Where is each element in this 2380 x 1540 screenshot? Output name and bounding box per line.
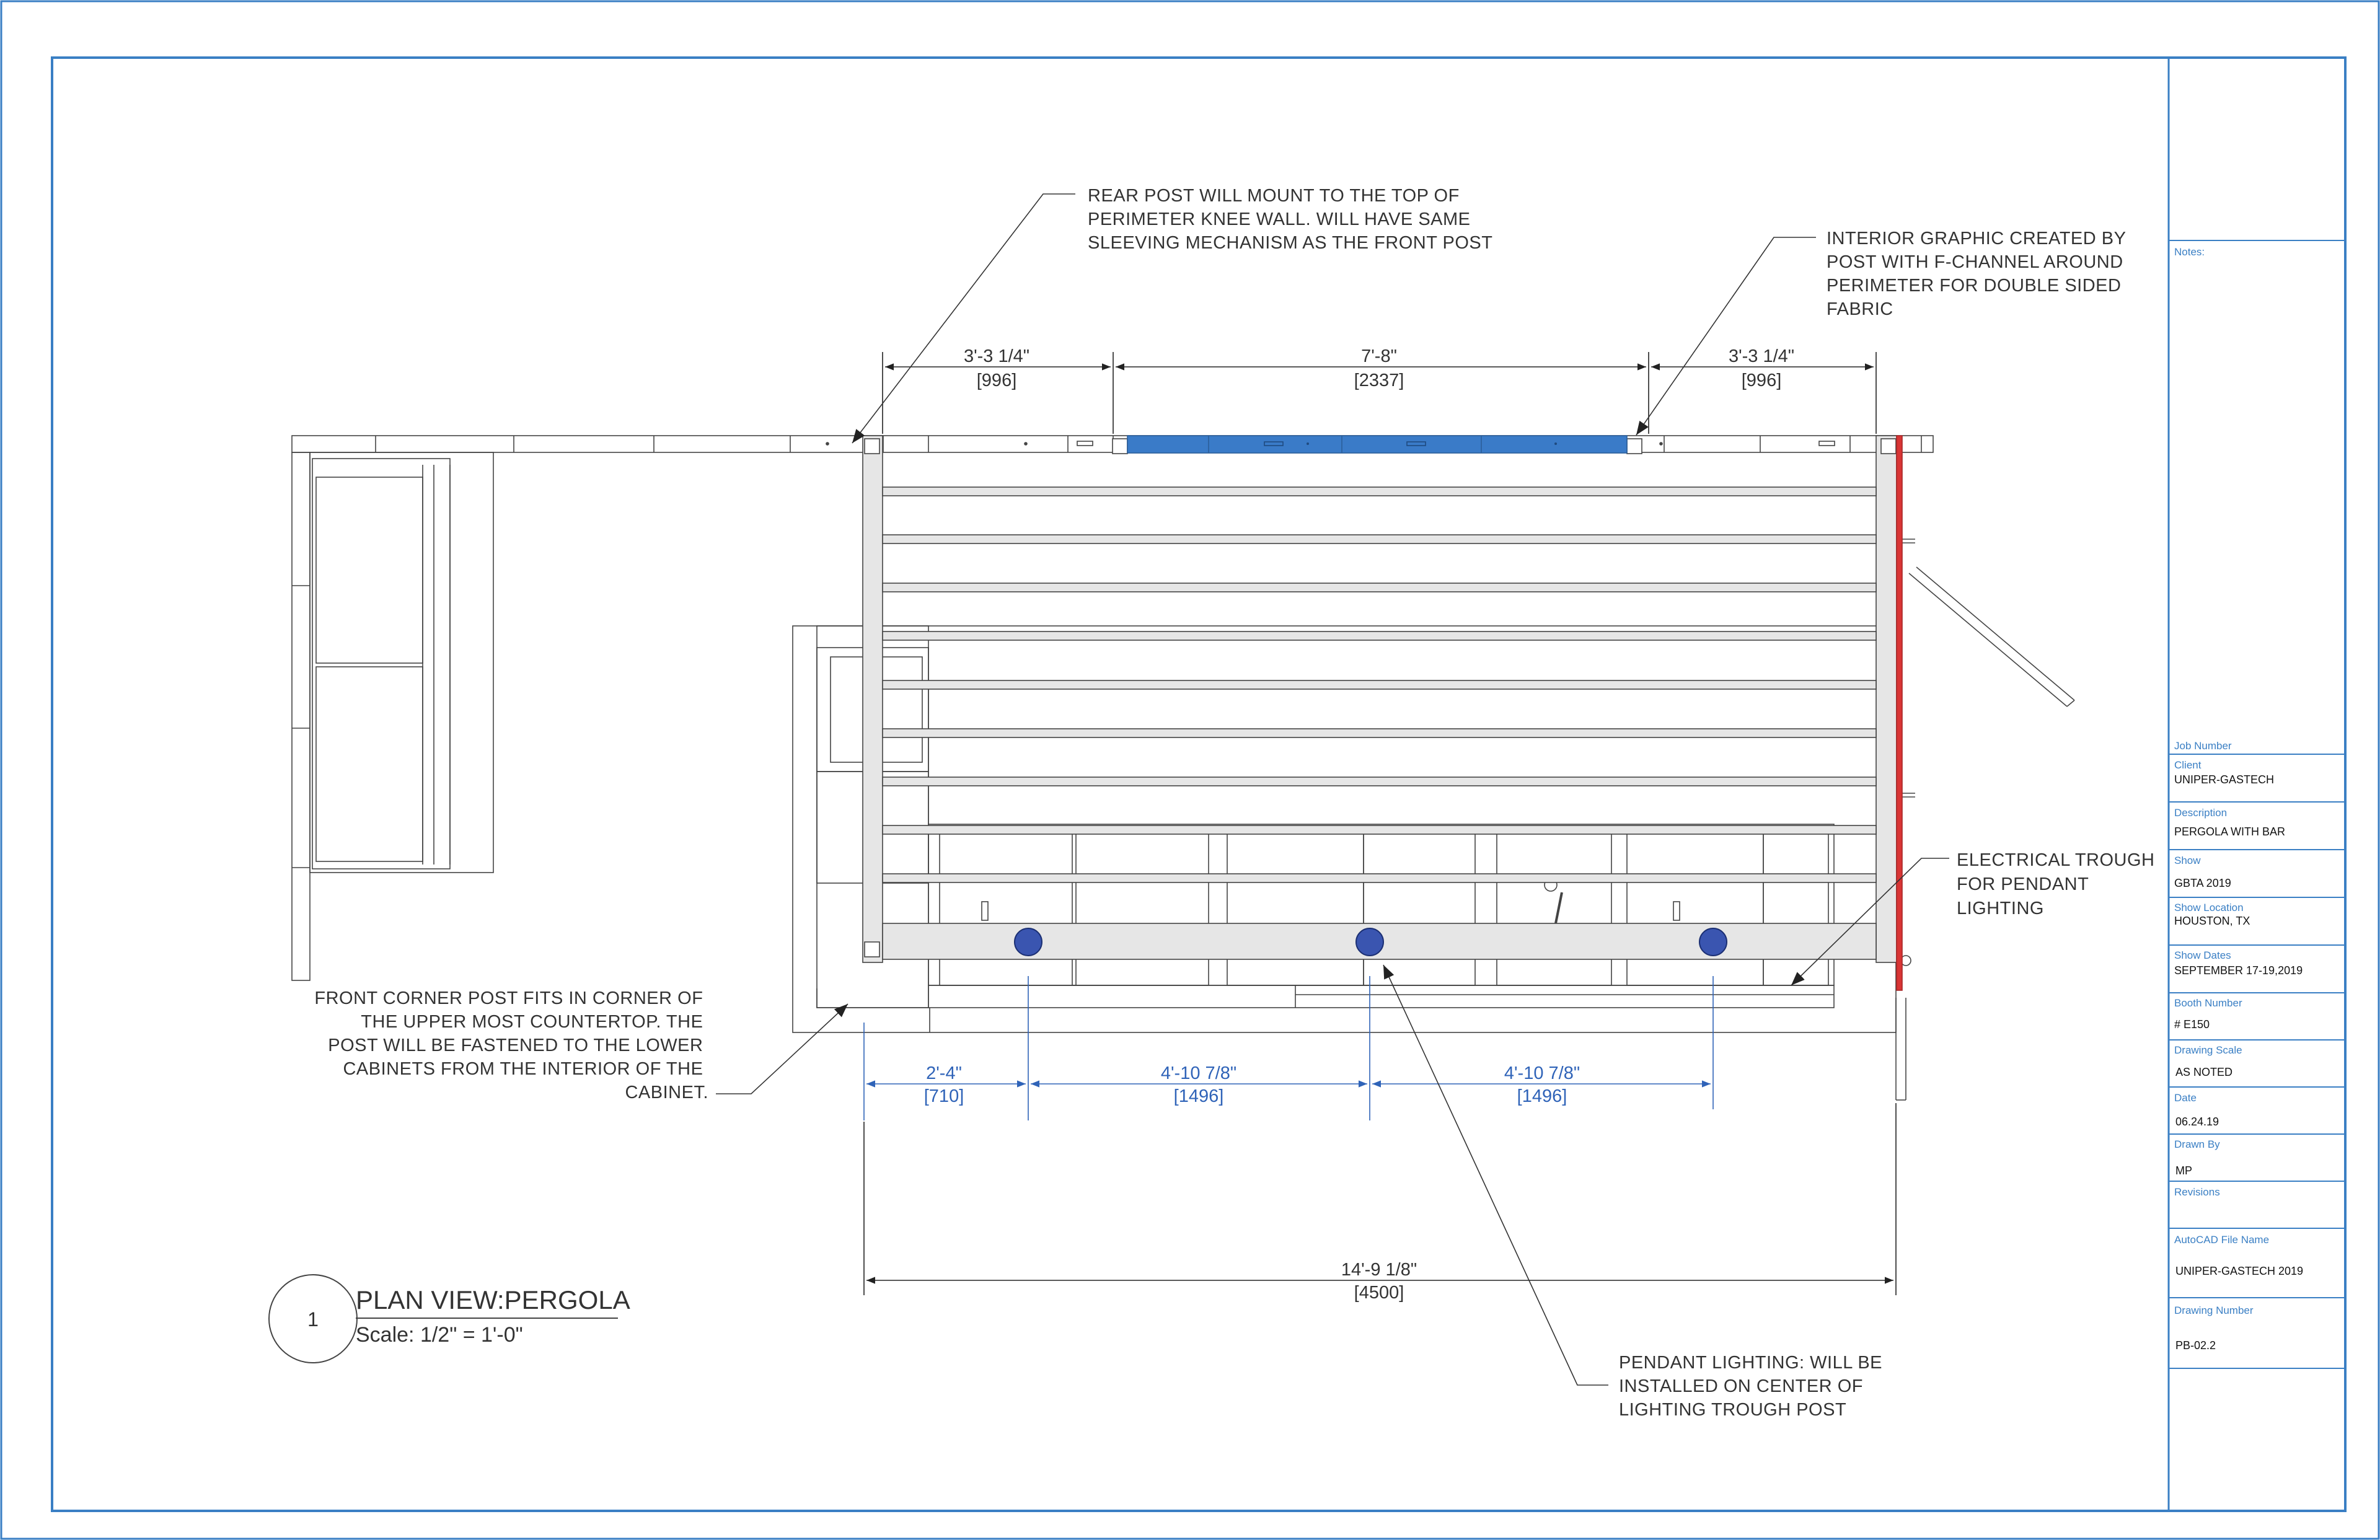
electrical-trough-note-line: ELECTRICAL TROUGH bbox=[1957, 850, 2155, 870]
top-dimension-chain bbox=[882, 352, 1877, 434]
overall-dim-metric: [4500] bbox=[1354, 1283, 1404, 1303]
drawing-number-value: PB-02.2 bbox=[2175, 1339, 2216, 1352]
interior-graphic-note-line: POST WITH F-CHANNEL AROUND bbox=[1827, 252, 2123, 272]
front-corner-note-line: FRONT CORNER POST FITS IN CORNER OF bbox=[314, 988, 703, 1008]
interior-graphic-note: INTERIOR GRAPHIC CREATED BY POST WITH F-… bbox=[1827, 229, 2131, 319]
autocad-file-label: AutoCAD File Name bbox=[2174, 1234, 2269, 1246]
interior-graphic-leader bbox=[1636, 237, 1816, 436]
rear-post-note-line: SLEEVING MECHANISM AS THE FRONT POST bbox=[1088, 233, 1492, 253]
swing-door bbox=[1908, 566, 2075, 707]
notes-label: Notes: bbox=[2174, 246, 2205, 258]
description-label: Description bbox=[2174, 807, 2227, 819]
pendant-note: PENDANT LIGHTING: WILL BE INSTALLED ON C… bbox=[1619, 1353, 1888, 1420]
show-value: GBTA 2019 bbox=[2174, 877, 2231, 889]
client-label: Client bbox=[2174, 759, 2202, 771]
description-value: PERGOLA WITH BAR bbox=[2174, 825, 2285, 838]
pendant-note-line: LIGHTING TROUGH POST bbox=[1619, 1400, 1846, 1420]
pendant-light bbox=[1699, 928, 1727, 956]
drawing-scale-label: Drawing Scale bbox=[2174, 1044, 2242, 1056]
autocad-file-value: UNIPER-GASTECH 2019 bbox=[2175, 1265, 2303, 1277]
revisions-label: Revisions bbox=[2174, 1186, 2220, 1198]
pergola-frame bbox=[862, 435, 1915, 966]
electrical-trough-note-line: LIGHTING bbox=[1957, 899, 2044, 918]
rear-post-leader bbox=[852, 193, 1075, 444]
date-value: 06.24.19 bbox=[2175, 1115, 2219, 1128]
plan-drawing bbox=[291, 435, 2075, 1101]
left-wall-return bbox=[291, 452, 311, 981]
bottom-dim-1-metric: [710] bbox=[924, 1086, 964, 1106]
pendant-light bbox=[1014, 928, 1042, 956]
pendant-note-line: PENDANT LIGHTING: WILL BE bbox=[1619, 1353, 1882, 1373]
interior-graphic-note-line: INTERIOR GRAPHIC CREATED BY bbox=[1827, 229, 2126, 249]
front-corner-note-line: CABINETS FROM THE INTERIOR OF THE bbox=[343, 1059, 703, 1079]
show-location-label: Show Location bbox=[2174, 902, 2244, 913]
front-corner-note-line: POST WILL BE FASTENED TO THE LOWER bbox=[328, 1036, 703, 1055]
view-title: 1 PLAN VIEW:PERGOLA Scale: 1/2" = 1'-0" bbox=[268, 1274, 630, 1363]
rear-post-note-line: PERIMETER KNEE WALL. WILL HAVE SAME bbox=[1088, 209, 1471, 229]
client-value: UNIPER-GASTECH bbox=[2174, 773, 2274, 786]
bottom-dim-2-imperial: 4'-10 7/8" bbox=[1161, 1063, 1236, 1083]
drawn-by-label: Drawn By bbox=[2174, 1138, 2220, 1150]
show-dates-value: SEPTEMBER 17-19,2019 bbox=[2174, 964, 2303, 977]
overall-dimension bbox=[863, 1103, 1897, 1295]
drawing-scale-value: AS NOTED bbox=[2175, 1066, 2232, 1078]
date-label: Date bbox=[2174, 1092, 2197, 1104]
rear-post-note: REAR POST WILL MOUNT TO THE TOP OF PERIM… bbox=[1088, 186, 1492, 253]
pendant-leader bbox=[1383, 964, 1608, 1386]
electrical-trough bbox=[1896, 435, 1903, 991]
drawing-number-label: Drawing Number bbox=[2174, 1305, 2254, 1316]
view-scale-text: Scale: 1/2" = 1'-0" bbox=[356, 1323, 523, 1347]
view-title-text: PLAN VIEW:PERGOLA bbox=[356, 1285, 630, 1314]
drawn-by-value: MP bbox=[2175, 1164, 2192, 1177]
top-dim-left-imperial: 3'-3 1/4" bbox=[964, 346, 1029, 366]
bottom-dimension-chain bbox=[863, 976, 1714, 1120]
bottom-dim-3-metric: [1496] bbox=[1517, 1086, 1567, 1106]
booth-number-value: # E150 bbox=[2174, 1018, 2210, 1031]
top-dim-center-imperial: 7'-8" bbox=[1361, 346, 1397, 366]
top-dim-center-metric: [2337] bbox=[1354, 371, 1404, 390]
bottom-dim-1-imperial: 2'-4" bbox=[926, 1063, 962, 1083]
job-number-label: Job Number bbox=[2174, 740, 2232, 752]
show-dates-label: Show Dates bbox=[2174, 949, 2231, 961]
electrical-trough-note: ELECTRICAL TROUGH FOR PENDANT LIGHTING bbox=[1957, 850, 2160, 918]
front-corner-note-line: CABINET. bbox=[625, 1083, 708, 1102]
drawing-frame bbox=[51, 56, 2347, 1512]
show-label: Show bbox=[2174, 855, 2201, 866]
electrical-trough-note-line: FOR PENDANT bbox=[1957, 874, 2089, 894]
front-corner-note: FRONT CORNER POST FITS IN CORNER OF THE … bbox=[314, 988, 708, 1102]
interior-graphic-panel bbox=[1127, 435, 1628, 454]
leader-lines bbox=[716, 193, 1949, 1386]
front-corner-note-line: THE UPPER MOST COUNTERTOP. THE bbox=[361, 1012, 703, 1032]
top-dim-right-imperial: 3'-3 1/4" bbox=[1729, 346, 1794, 366]
view-number: 1 bbox=[307, 1308, 319, 1331]
left-cabinet bbox=[309, 452, 494, 873]
top-dim-left-metric: [996] bbox=[977, 371, 1017, 390]
pendant-light bbox=[1355, 928, 1384, 956]
bottom-dim-3-imperial: 4'-10 7/8" bbox=[1504, 1063, 1580, 1083]
title-block bbox=[2169, 240, 2345, 1369]
rear-post-note-line: REAR POST WILL MOUNT TO THE TOP OF bbox=[1088, 186, 1460, 206]
interior-graphic-note-line: FABRIC bbox=[1827, 299, 1893, 319]
electrical-trough-leader bbox=[1791, 858, 1949, 986]
bottom-dim-2-metric: [1496] bbox=[1174, 1086, 1224, 1106]
interior-graphic-note-line: PERIMETER FOR DOUBLE SIDED bbox=[1827, 276, 2121, 296]
pendant-note-line: INSTALLED ON CENTER OF bbox=[1619, 1376, 1863, 1396]
front-corner-leader bbox=[716, 1003, 848, 1094]
top-dim-right-metric: [996] bbox=[1742, 371, 1782, 390]
show-location-value: HOUSTON, TX bbox=[2174, 915, 2250, 927]
booth-number-label: Booth Number bbox=[2174, 997, 2242, 1009]
right-return bbox=[1895, 998, 1906, 1101]
overall-dim-imperial: 14'-9 1/8" bbox=[1341, 1260, 1417, 1280]
